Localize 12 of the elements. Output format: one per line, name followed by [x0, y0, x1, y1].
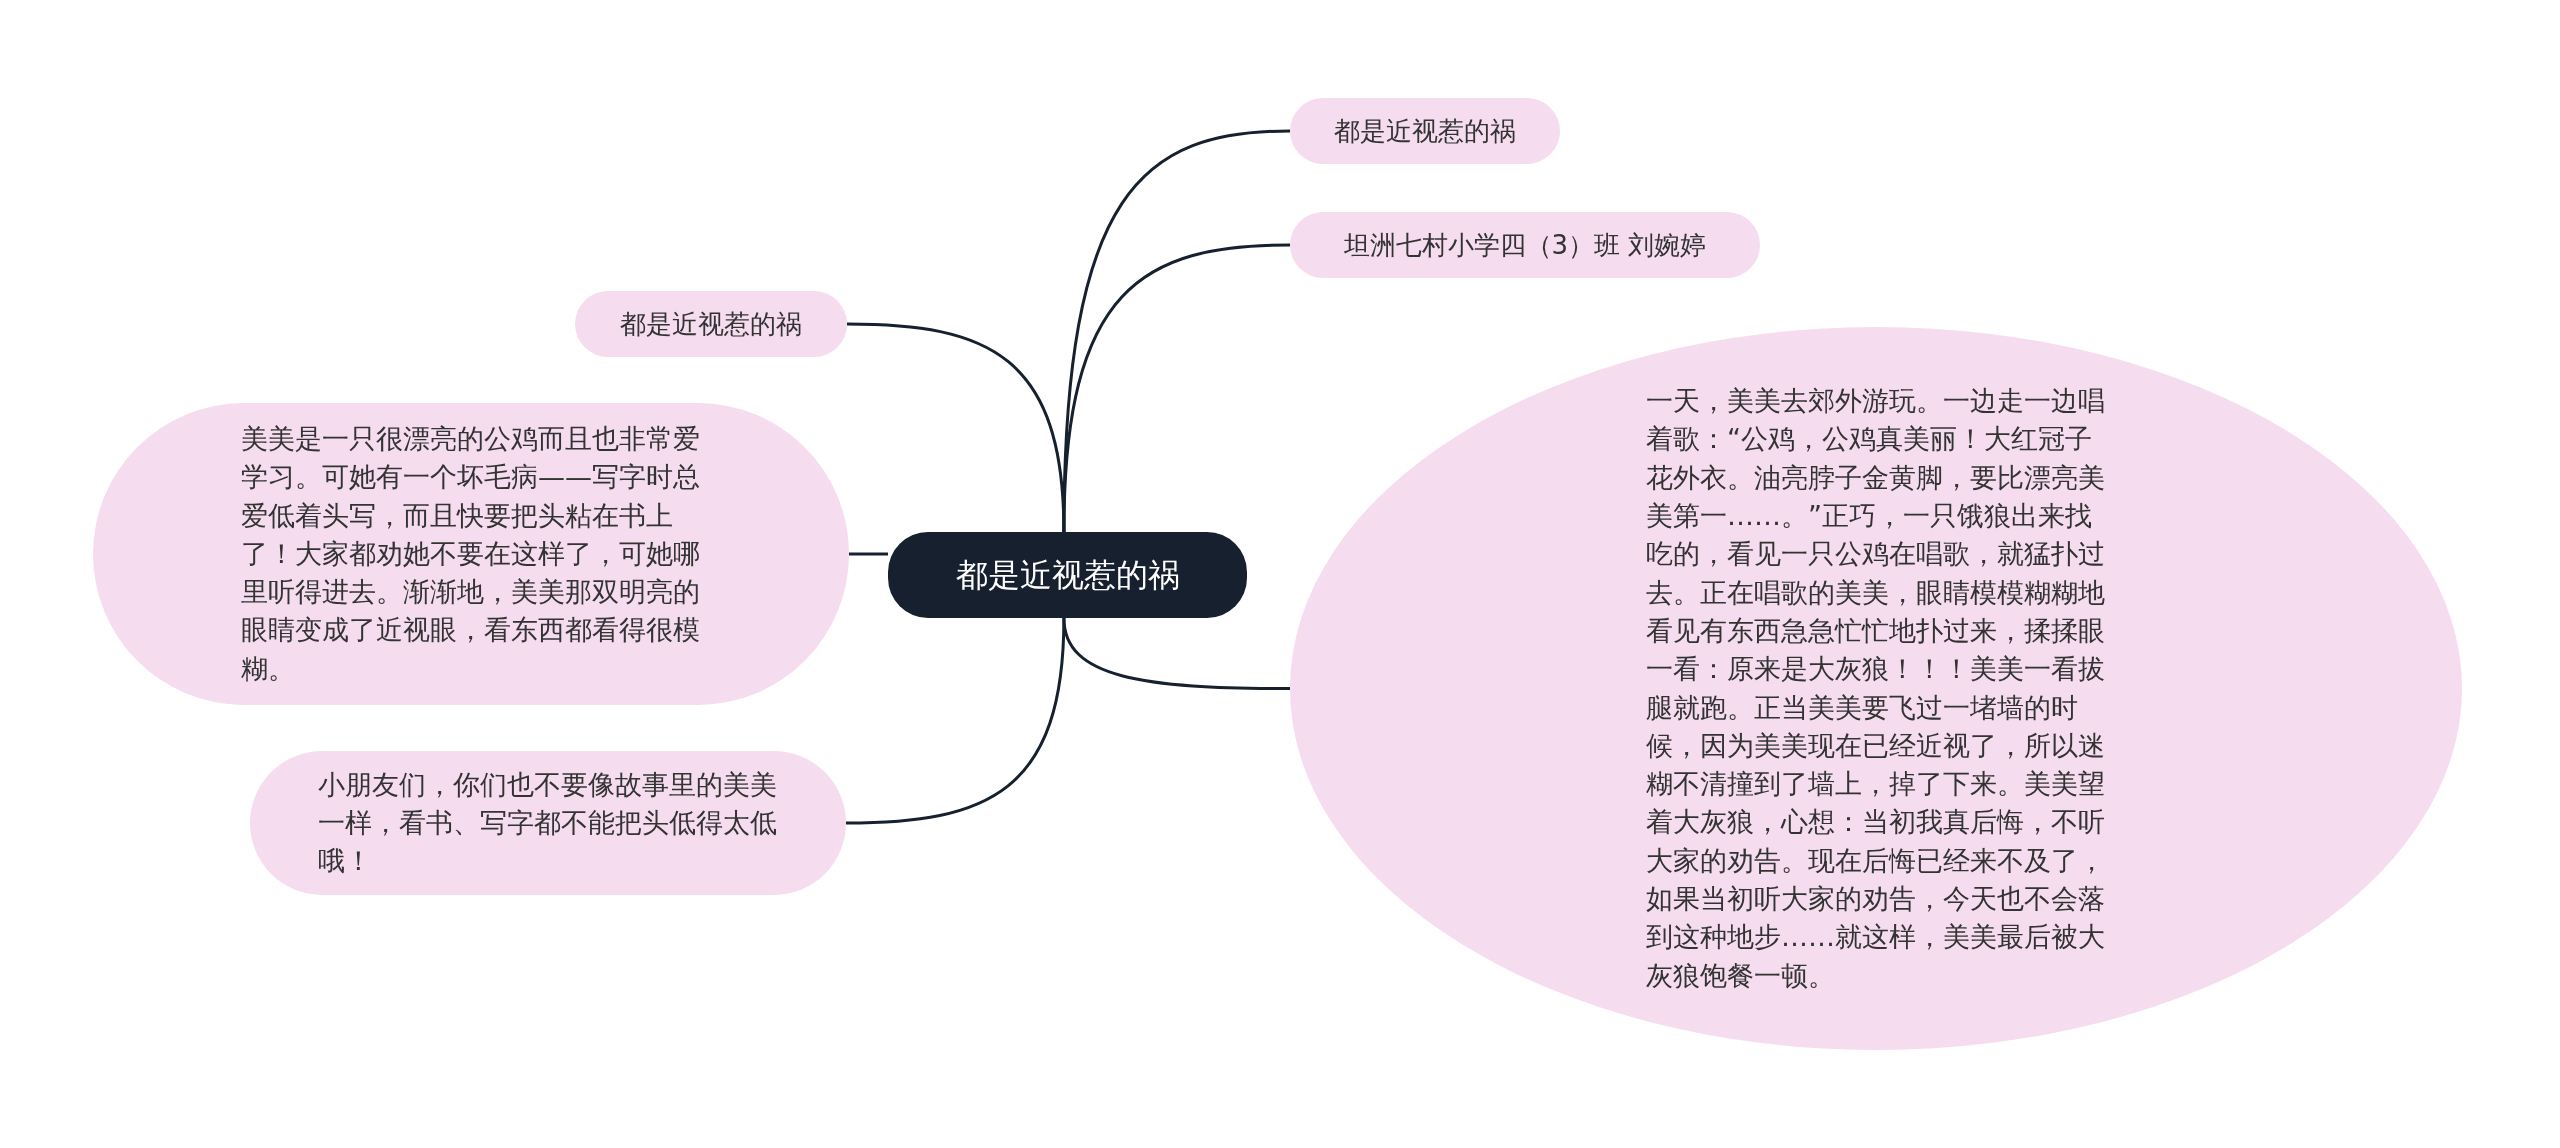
topic-text: 小朋友们，你们也不要像故事里的美美一样，看书、写字都不能把头低得太低哦！ — [318, 767, 778, 879]
connector-line — [846, 322, 1066, 533]
connector-line — [849, 552, 888, 556]
topic-text: 一天，美美去郊外游玩。一边走一边唱着歌：“公鸡，公鸡真美丽！大红冠子花外衣。油亮脖子金黄脚，要比漂亮美美第一……。”正巧，一只饿狼出来找吃的，看见一只公鸡在唱歌，就猛扑过去。正在唱歌的美美，眼睛模模糊糊地看见有东西急急忙忙地扑过来，揉揉眼一看：原来是大灰狼！！！美美一看拔腿就跑。正当美美要飞过一堵墙的时候，因为美美现在已经近视了，所以迷糊不清撞到了墙上，掉了下来。美美望着大灰狼，心想：当初我真后悔，不听大家的劝告。现在后悔已经来不及了，如果当初听大家的劝告，今天也不会落到这种地步……就这样，美美最后被大灰狼饱餐一顿。 — [1646, 383, 2106, 993]
central-topic-text: 都是近视惹的祸 — [955, 554, 1180, 596]
connector-line — [845, 617, 1066, 825]
topic-text: 坦洲七村小学四（3）班 刘婉婷 — [1343, 228, 1707, 262]
topic-text: 都是近视惹的祸 — [1334, 114, 1516, 148]
central-topic-box — [888, 532, 1247, 618]
topic-text: 美美是一只很漂亮的公鸡而且也非常爱学习。可她有一个坏毛病——写字时总爱低着头写，而且快要把头粘在书上了！大家都劝她不要在这样了，可她哪里听得进去。渐渐地，美美那双明亮的眼睛变成了近视眼，看东西都看得很模糊。 — [241, 421, 701, 686]
topic-text: 都是近视惹的祸 — [620, 307, 802, 341]
connector-line — [1062, 617, 1290, 690]
